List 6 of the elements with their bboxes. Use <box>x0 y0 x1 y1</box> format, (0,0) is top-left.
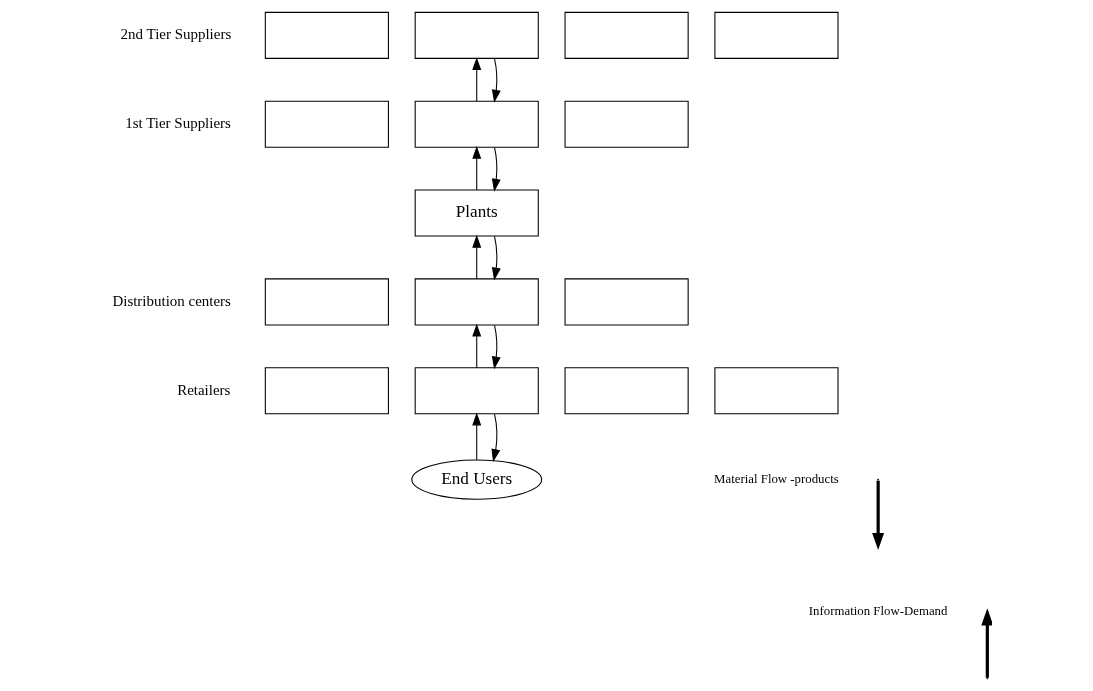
label: Distribution centers <box>112 292 231 309</box>
label: 2nd Tier Suppliers <box>120 26 232 43</box>
label: 1st Tier Suppliers <box>125 115 231 132</box>
legend-label: Information Flow-Demand <box>808 604 948 619</box>
label: Retailers <box>177 381 231 398</box>
legend-label: Material Flow -products <box>714 471 839 486</box>
